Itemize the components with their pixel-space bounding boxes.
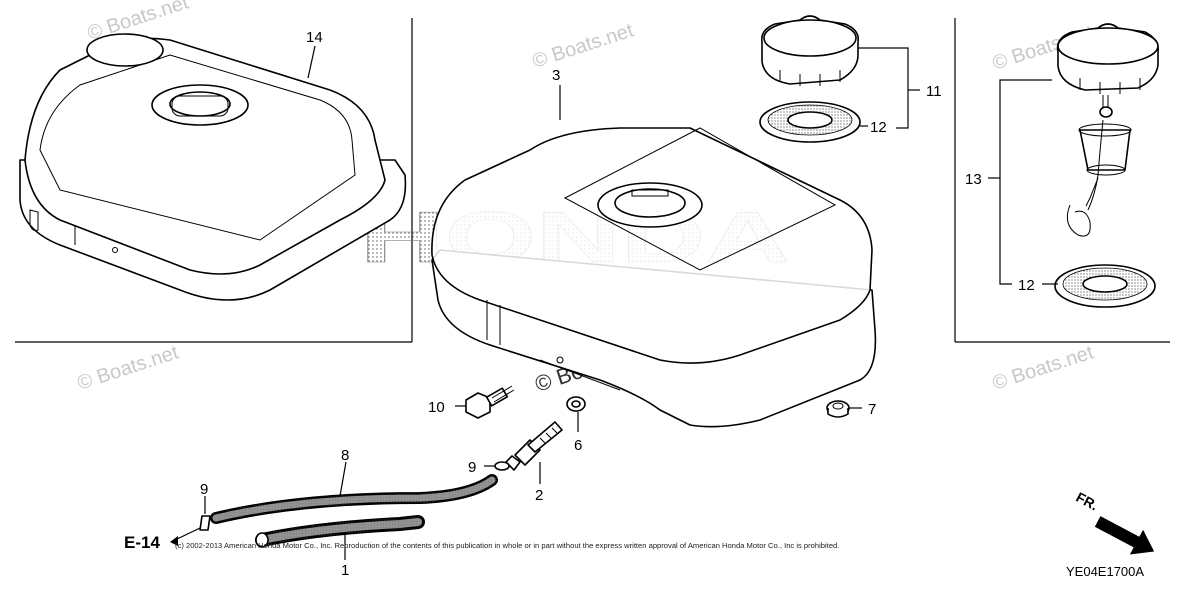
callout-3: 3 <box>552 67 560 84</box>
callout-1: 1 <box>341 562 349 579</box>
callout-6: 6 <box>574 437 582 454</box>
reference-label-e14[interactable]: E-14 <box>124 533 160 552</box>
fuel-valve-part-2[interactable] <box>505 421 563 471</box>
callout-12-right: 12 <box>1018 277 1035 294</box>
cap-seal-part-12-right[interactable] <box>1054 264 1156 308</box>
fuel-cap-part-11[interactable] <box>760 15 860 86</box>
direction-label: FR. <box>1073 489 1100 514</box>
copyright-notice: (c) 2002-2013 American Honda Motor Co., … <box>175 541 839 550</box>
washer-part-6[interactable] <box>566 396 586 412</box>
fuel-cap-assembly-part-13[interactable] <box>1056 23 1160 237</box>
watermark-boats: © Boats.net <box>990 341 1097 394</box>
diagram-code: YE04E1700A <box>1066 564 1144 579</box>
callout-14: 14 <box>306 29 323 46</box>
callout-13: 13 <box>965 171 982 188</box>
callout-7: 7 <box>868 401 876 418</box>
front-direction-indicator: FR. <box>1073 489 1155 555</box>
watermark-boats: © Boats.net <box>75 341 182 394</box>
callout-9-lower: 9 <box>200 481 208 498</box>
plug-part-7[interactable] <box>826 400 850 418</box>
fuel-hose-part-1[interactable] <box>255 515 425 548</box>
panel-frame-left <box>15 18 413 343</box>
callout-2: 2 <box>535 487 543 504</box>
leader-lines <box>170 45 1058 560</box>
bolt-part-10[interactable] <box>465 385 515 419</box>
callout-10: 10 <box>428 399 445 416</box>
fuel-tank-alt-part-14[interactable] <box>19 33 407 301</box>
arrow-right-icon <box>1094 516 1155 555</box>
hose-clip-part-9-upper[interactable] <box>494 461 510 471</box>
callout-12-top: 12 <box>870 119 887 136</box>
hose-clip-part-9-lower[interactable] <box>199 515 211 531</box>
callout-9-upper: 9 <box>468 459 476 476</box>
fuel-hose-part-8[interactable] <box>210 474 498 524</box>
cap-seal-part-12-top[interactable] <box>759 101 861 143</box>
callout-11: 11 <box>926 83 942 100</box>
panel-frame-right <box>954 18 1170 343</box>
callout-8: 8 <box>341 447 349 464</box>
fuel-tank-part-3[interactable] <box>431 127 877 428</box>
watermark-boats: © Boats.net <box>530 19 637 72</box>
